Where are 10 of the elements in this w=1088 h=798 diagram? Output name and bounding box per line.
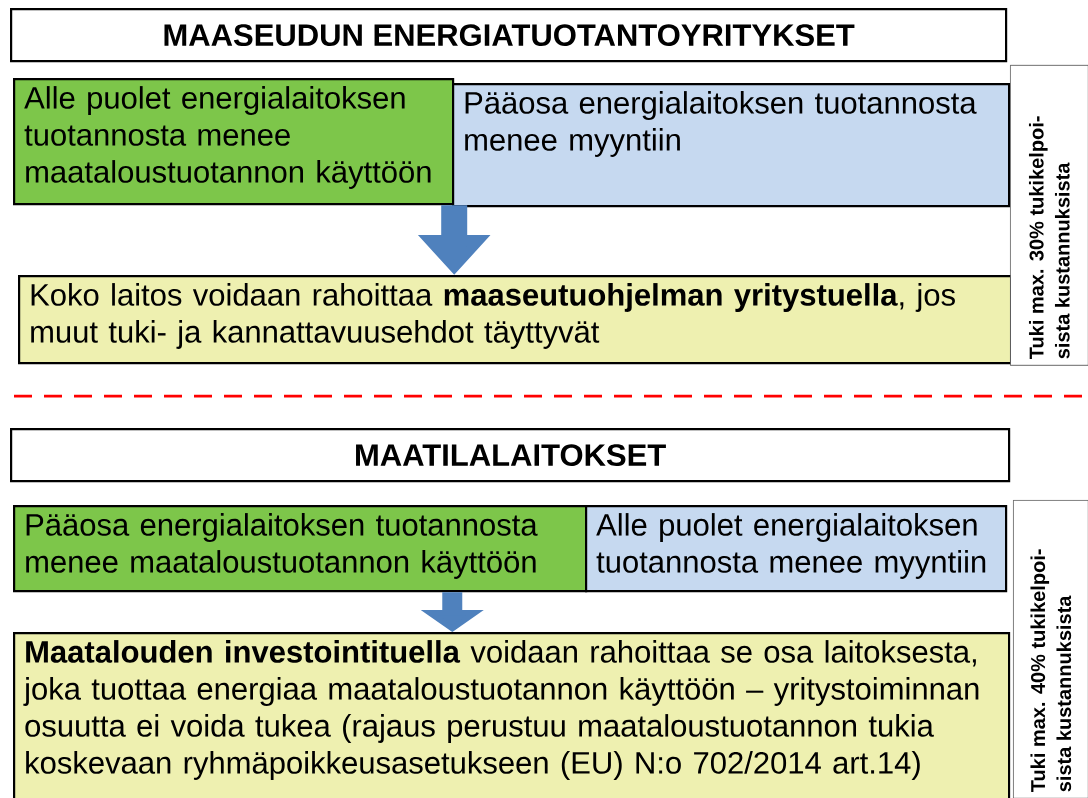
side-note-box: Tuki max. 40% tukikelpoi- sista kustannuksista xyxy=(1013,500,1088,798)
heading-box: MAASEUDUN ENERGIATUOTANTOYRITYKSET xyxy=(10,8,1008,63)
text-box: Pääosa energialaitoksen tuotannosta menee maataloustuotannon käyttöön xyxy=(13,505,588,593)
text-box: Alle puolet energialaitoksen tuotannosta menee myyntiin xyxy=(585,505,1008,593)
text-box: Koko laitos voidaan rahoittaa maaseutuohjelman yritystuella, jos muut tuki- ja kannattavuusehdot täyttyvät xyxy=(18,275,1013,365)
text-box: Pääosa energialaitoksen tuotannosta menee myyntiin xyxy=(452,83,1011,208)
heading-box: MAATILALAITOKSET xyxy=(10,428,1011,483)
text-box: Alle puolet energialaitoksen tuotannosta menee maataloustuotannon käyttöön xyxy=(13,78,455,206)
side-note-box: Tuki max. 30% tukikelpoi- sista kustannuksista xyxy=(1010,65,1088,366)
text-box: Maatalouden investointituella voidaan rahoittaa se osa laitoksesta, joka tuottaa energiaa maataloustuotannon käyttöön – yritystoiminnan osuutta ei voida tukea (rajaus perustuu maataloustuotannon tukia koskevaan ryhmäpoikkeusasetukseen (EU) N:o 702/2014 art.14) xyxy=(13,632,1011,798)
